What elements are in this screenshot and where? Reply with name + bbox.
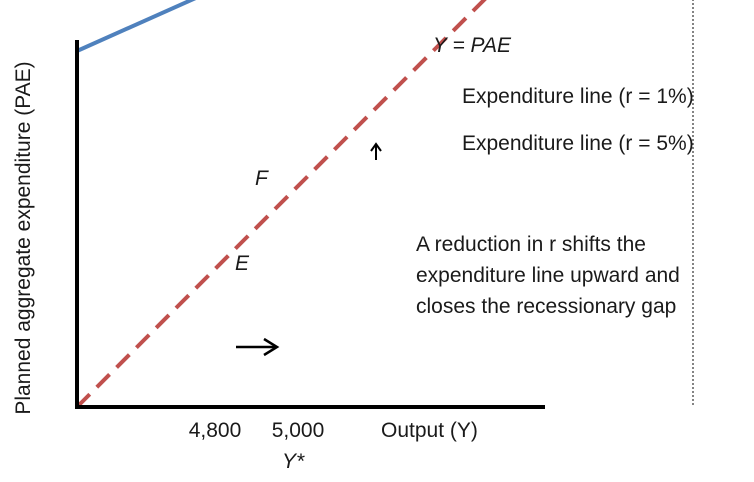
annotation: A reduction in r shifts the expenditure … bbox=[416, 233, 686, 318]
upward-shift-arrow bbox=[370, 142, 382, 160]
point-label-e: E bbox=[235, 252, 250, 275]
series-label-r1: Expenditure line (r = 1%) bbox=[462, 85, 694, 108]
annotation-line-1: A reduction in r shifts the bbox=[416, 233, 646, 256]
x-axis-label: Output (Y) bbox=[381, 419, 478, 442]
series-label-pae: Y = PAE bbox=[433, 34, 512, 57]
point-label-f: F bbox=[255, 167, 269, 190]
rightward-shift-arrow bbox=[236, 337, 280, 357]
series-label-r5: Expenditure line (r = 5%) bbox=[462, 132, 694, 155]
annotation-line-3: closes the recessionary gap bbox=[416, 295, 676, 318]
x-tick-label-4800: 4,800 bbox=[189, 419, 242, 442]
series-line-r5 bbox=[76, 0, 197, 53]
chart-guides bbox=[692, 0, 694, 407]
y-axis-label-text: Planned aggregate expenditure (PAE) bbox=[12, 61, 35, 414]
chart-axes bbox=[75, 40, 545, 409]
x-tick-label-5000: 5,000 bbox=[272, 419, 325, 442]
chart-lines bbox=[75, 0, 487, 409]
annotation-line-2: expenditure line upward and bbox=[416, 264, 680, 287]
series-line-pae bbox=[75, 0, 487, 409]
y-axis-label: Planned aggregate expenditure (PAE) bbox=[12, 61, 35, 414]
potential-output-label: Y* bbox=[282, 450, 305, 473]
